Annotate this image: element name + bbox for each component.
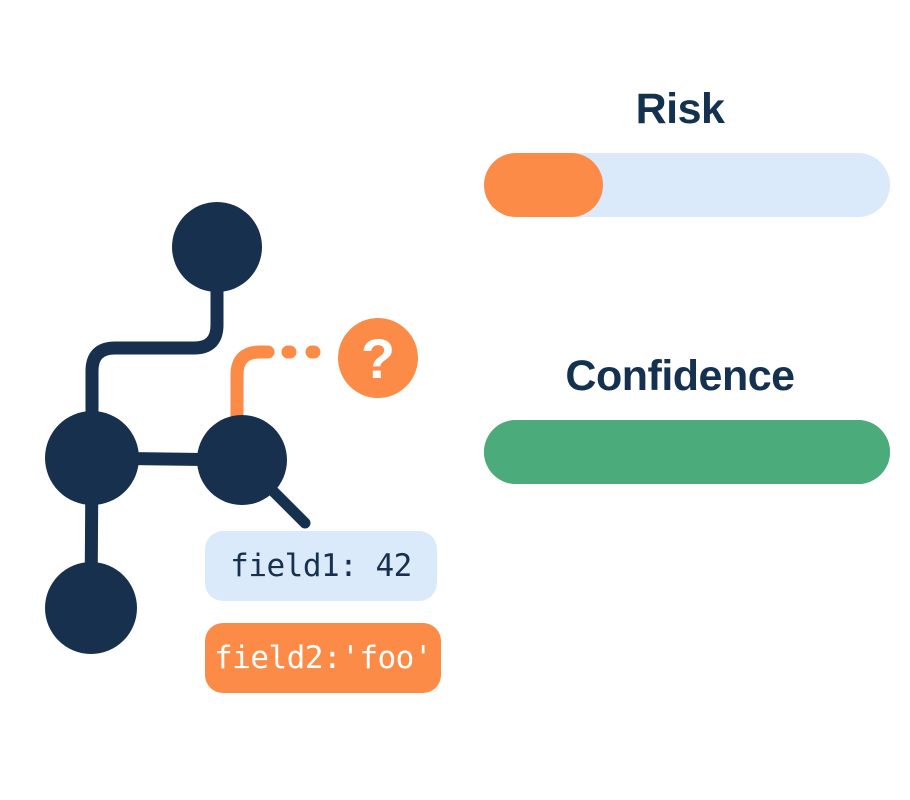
- risk-meter: Risk: [470, 88, 910, 217]
- risk-meter-title: Risk: [635, 85, 725, 133]
- node-graph-panel: ? field1: 42 field2:'foo': [45, 202, 441, 693]
- edge-root-to-left: [85, 240, 224, 465]
- confidence-meter: Confidence: [470, 355, 910, 484]
- node-bottom-left[interactable]: [45, 562, 137, 654]
- confidence-meter-track[interactable]: [484, 420, 890, 484]
- confidence-meter-fill: [484, 420, 890, 484]
- node-left[interactable]: [45, 411, 139, 505]
- question-mark-icon[interactable]: ?: [338, 318, 418, 398]
- field-badge-known[interactable]: field1: 42: [205, 531, 437, 601]
- confidence-meter-title: Confidence: [565, 352, 795, 400]
- question-mark-badge-circle: [338, 318, 418, 398]
- field-badge-unknown[interactable]: field2:'foo': [205, 623, 441, 693]
- risk-meter-track[interactable]: [484, 153, 890, 217]
- node-root[interactable]: [172, 202, 262, 292]
- leader-line-to-field-badge: [266, 484, 311, 529]
- risk-meter-fill: [484, 153, 603, 217]
- question-mark-glyph: ?: [361, 327, 395, 390]
- meters-panel: Risk Confidence: [470, 0, 910, 800]
- node-graph-svg: ?: [45, 202, 418, 654]
- uncertainty-connector-solid: [230, 345, 275, 467]
- node-right[interactable]: [197, 415, 287, 505]
